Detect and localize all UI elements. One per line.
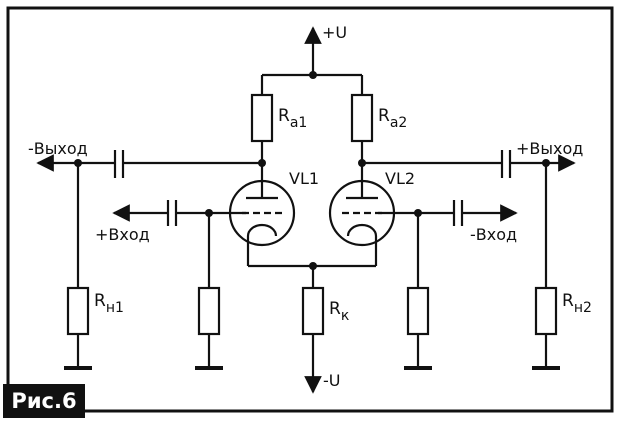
resistor-rn1 <box>66 286 90 336</box>
label-vl2: VL2 <box>385 169 415 188</box>
label-rk: Rк <box>329 299 349 324</box>
resistor-ra2 <box>350 93 374 143</box>
label-ra2: Ra2 <box>378 106 407 131</box>
resistor-rk <box>301 286 325 336</box>
resistor-ra1 <box>250 93 274 143</box>
tube-vl2 <box>328 179 396 247</box>
label-plus-u: +U <box>322 23 347 42</box>
label-rn1: Rн1 <box>94 291 124 316</box>
label-rn2: Rн2 <box>562 291 592 316</box>
label-minus-output: -Выход <box>28 139 88 158</box>
resistor-grid-left <box>197 286 221 336</box>
resistor-grid-right <box>406 286 430 336</box>
label-minus-input: -Вход <box>470 225 517 244</box>
figure-label: Рис.6 <box>3 384 85 418</box>
resistor-rn2 <box>534 286 558 336</box>
label-vl1: VL1 <box>289 169 319 188</box>
junction-dots <box>74 71 550 270</box>
figure-border <box>6 6 614 413</box>
label-ra1: Ra1 <box>278 106 307 131</box>
label-plus-input: +Вход <box>95 225 150 244</box>
tube-vl1 <box>228 179 296 247</box>
label-plus-output: +Выход <box>516 139 583 158</box>
label-minus-u: -U <box>323 371 340 390</box>
